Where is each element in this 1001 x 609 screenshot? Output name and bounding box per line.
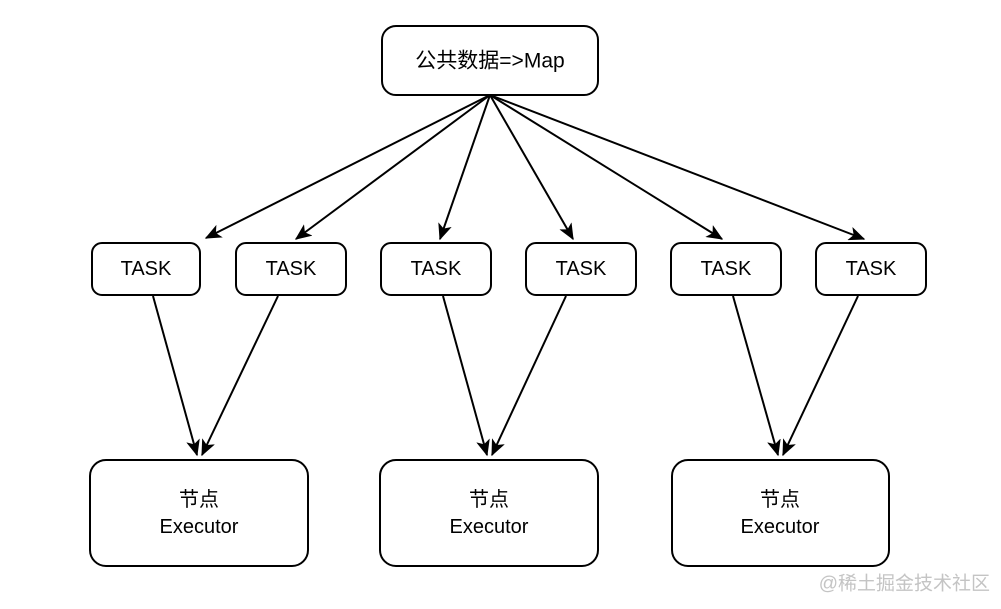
node-executor-3-box xyxy=(671,459,890,567)
node-task-1-box xyxy=(91,242,201,296)
watermark-text: @稀土掘金技术社区 xyxy=(819,573,990,595)
edge-task-6-executor-3 xyxy=(782,295,859,455)
edges-tasks-to-executors xyxy=(152,295,859,455)
edge-task-4-executor-2 xyxy=(491,295,567,455)
node-root-label: 公共数据=>Map xyxy=(415,50,564,73)
edge-task-1-executor-1 xyxy=(152,295,197,455)
edge-root-task-3 xyxy=(440,94,491,239)
node-task-3-box xyxy=(380,242,492,296)
node-executor-1-box xyxy=(89,459,309,567)
node-task-1-label: TASK xyxy=(121,258,172,280)
node-executor-1: 节点 Executor xyxy=(89,459,309,567)
node-task-2-box xyxy=(235,242,347,296)
node-task-5-box xyxy=(670,242,782,296)
node-root-box xyxy=(381,25,599,96)
edge-root-task-6 xyxy=(489,94,864,239)
node-task-6-box xyxy=(815,242,927,296)
node-task-1: TASK xyxy=(91,242,201,296)
edge-root-task-1 xyxy=(206,94,491,239)
node-task-5-label: TASK xyxy=(701,258,752,280)
node-executor-3: 节点 Executor xyxy=(671,459,890,567)
node-executor-1-label-line1: 节点 xyxy=(179,488,219,511)
node-executor-2-box xyxy=(379,459,599,567)
node-executor-3-label-line2: Executor xyxy=(741,516,820,538)
node-task-6: TASK xyxy=(815,242,927,296)
node-task-4: TASK xyxy=(525,242,637,296)
node-executor-1-label-line2: Executor xyxy=(160,516,239,538)
node-root: 公共数据=>Map xyxy=(381,25,599,96)
edge-task-3-executor-2 xyxy=(442,295,487,455)
node-executor-3-label-line1: 节点 xyxy=(760,488,800,511)
node-task-6-label: TASK xyxy=(846,258,897,280)
node-task-3: TASK xyxy=(380,242,492,296)
node-task-3-label: TASK xyxy=(411,258,462,280)
node-task-4-box xyxy=(525,242,637,296)
node-task-2-label: TASK xyxy=(266,258,317,280)
node-executor-2: 节点 Executor xyxy=(379,459,599,567)
edge-root-task-4 xyxy=(489,94,574,239)
edge-root-task-2 xyxy=(296,94,491,240)
node-task-4-label: TASK xyxy=(556,258,607,280)
edge-root-task-5 xyxy=(489,94,722,240)
node-task-2: TASK xyxy=(235,242,347,296)
node-task-5: TASK xyxy=(670,242,782,296)
edge-task-5-executor-3 xyxy=(732,295,778,455)
edges-root-to-tasks xyxy=(206,94,864,240)
edge-task-2-executor-1 xyxy=(201,295,279,455)
node-executor-2-label-line2: Executor xyxy=(450,516,529,538)
node-executor-2-label-line1: 节点 xyxy=(469,488,509,511)
